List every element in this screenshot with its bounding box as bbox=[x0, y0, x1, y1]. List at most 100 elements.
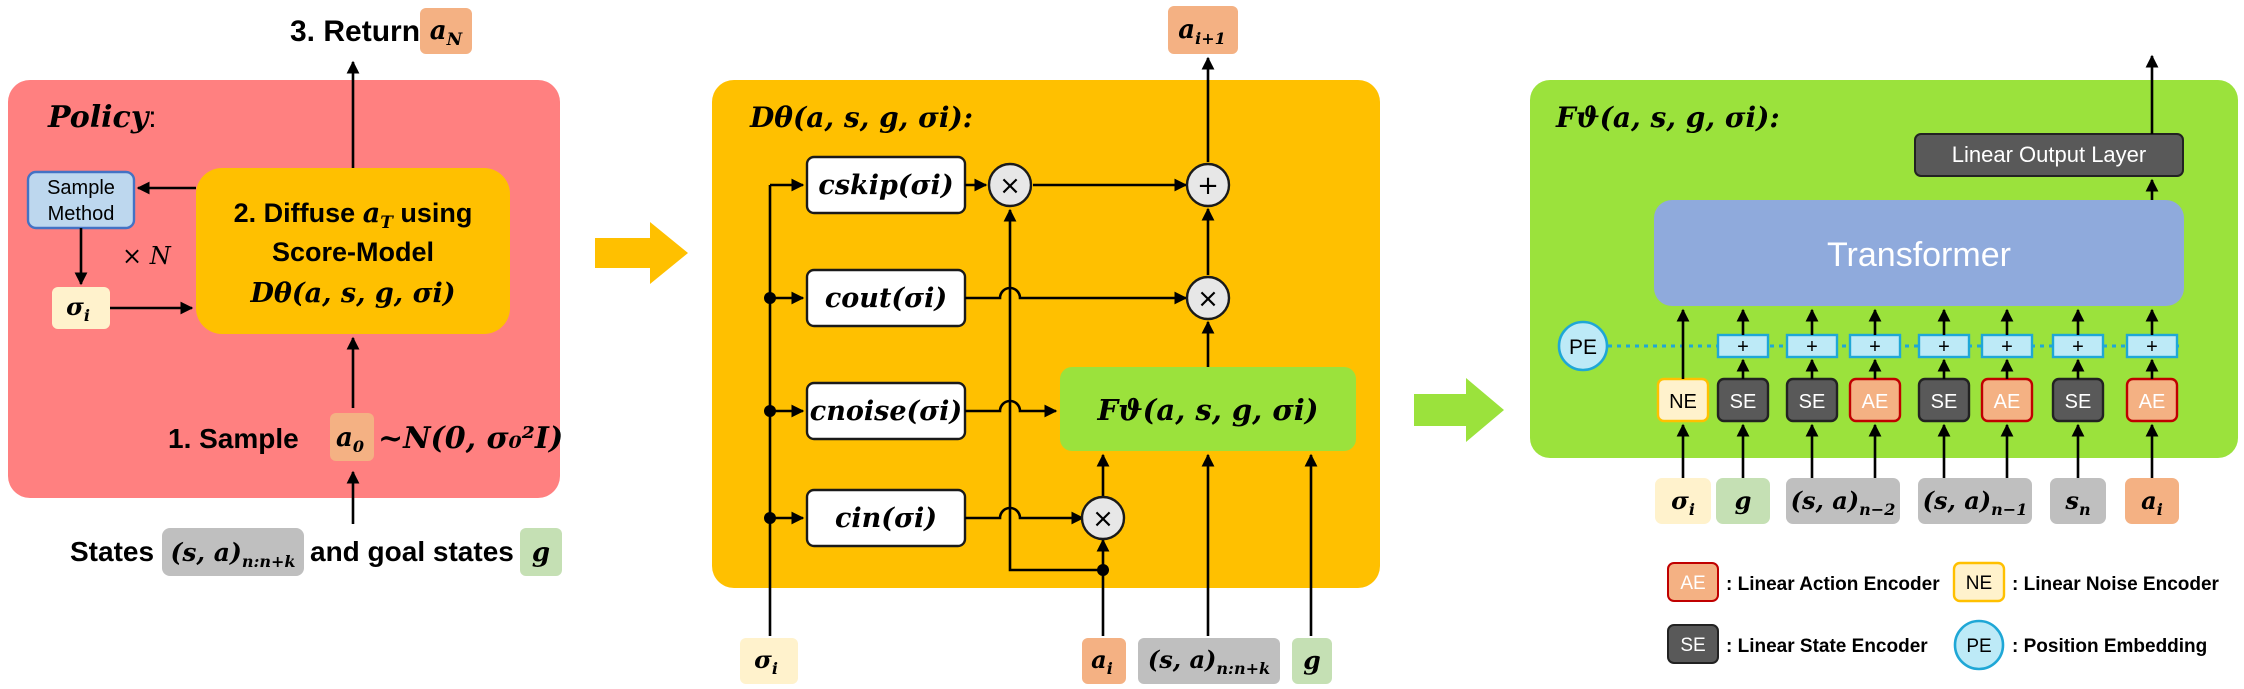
diffuse-line3: Dθ(a, s, g, σi) bbox=[249, 278, 455, 309]
input-action-i: ai bbox=[2141, 486, 2163, 519]
multiply-op-in bbox=[1080, 495, 1126, 541]
f-block-label: Fϑ(a, s, g, σi) bbox=[1096, 393, 1318, 427]
d-in-sigma-box bbox=[740, 638, 798, 684]
add-node-label: + bbox=[2072, 336, 2084, 358]
input-goal-box bbox=[1716, 478, 1770, 524]
multiply-op-skip-label: × bbox=[999, 171, 1021, 201]
encoder-goal-state-label: SE bbox=[1730, 391, 1757, 413]
encoder-noise-label: NE bbox=[1669, 391, 1697, 413]
input-state-n: sn bbox=[2064, 486, 2090, 519]
add-node-label: + bbox=[1869, 336, 1881, 358]
input-state-n-box bbox=[2050, 478, 2106, 524]
sample-method-line1: Sample bbox=[47, 177, 115, 199]
c-out-label: cout(σi) bbox=[825, 283, 947, 314]
d-out-token: ai+1 bbox=[1178, 15, 1225, 48]
legend-pe-text: : Position Embedding bbox=[2012, 636, 2207, 657]
step1-token-box bbox=[330, 413, 374, 461]
add-node-label: + bbox=[1938, 336, 1950, 358]
times-n-label: × N bbox=[122, 242, 172, 270]
legend-ne-key: NE bbox=[1966, 573, 1992, 594]
policy-arrows bbox=[74, 60, 360, 524]
transformer-label: Transformer bbox=[1827, 236, 2011, 274]
flow-arrow-2 bbox=[1414, 378, 1504, 442]
input-state-action-n1: (s, a)n−1 bbox=[1923, 486, 2028, 519]
goal-token: g bbox=[532, 538, 550, 568]
add-node-label: + bbox=[2146, 336, 2158, 358]
flow-arrow-1 bbox=[595, 222, 688, 284]
plus-op bbox=[1185, 162, 1231, 208]
return-label: 3. Return bbox=[290, 15, 420, 48]
legend-se-key: SE bbox=[1680, 635, 1705, 656]
f-theta-panel: Fϑ(a, s, g, σi): Linear Output Layer Tra… bbox=[1530, 54, 2238, 671]
position-embedding bbox=[1557, 320, 1609, 372]
legend-ae-swatch bbox=[1667, 562, 1719, 602]
legend-pe-key: PE bbox=[1966, 636, 1991, 657]
diffuse-line2: Score-Model bbox=[272, 237, 434, 267]
plus-op-label: + bbox=[1197, 171, 1219, 201]
return-token-box bbox=[420, 8, 472, 54]
encoder-action-i-label: AE bbox=[2139, 391, 2166, 413]
d-in-states-box bbox=[1138, 638, 1280, 684]
encoder-action-n2-label: AE bbox=[1862, 391, 1889, 413]
input-sigma-box bbox=[1655, 478, 1711, 524]
step1-token: a0 bbox=[336, 423, 364, 456]
d-in-goal-box bbox=[1292, 638, 1332, 684]
d-in-a-box bbox=[1082, 638, 1126, 684]
encoder-state-n1-label: SE bbox=[1931, 391, 1958, 413]
legend-ae-key: AE bbox=[1680, 573, 1705, 594]
f-theta-title: Fϑ(a, s, g, σi): bbox=[1555, 101, 1780, 134]
legend-ne-swatch bbox=[1952, 561, 2006, 603]
multiply-op-out bbox=[1185, 275, 1231, 321]
input-state-action-n2: (s, a)n−2 bbox=[1791, 486, 1896, 519]
input-sigma: σi bbox=[1671, 486, 1695, 519]
d-out-token-box bbox=[1168, 6, 1238, 54]
legend-ae-text: : Linear Action Encoder bbox=[1726, 574, 1940, 595]
encoder-legend: AE : Linear Action Encoder NE : Linear N… bbox=[1667, 561, 2220, 671]
legend-se-swatch bbox=[1667, 624, 1719, 664]
transformer-block bbox=[1654, 200, 2184, 306]
states-token-box bbox=[162, 528, 304, 576]
input-action-i-box bbox=[2125, 478, 2179, 524]
d-theta-panel: Dθ(a, s, g, σi): ai+1 cskip(σi) cout(σi)… bbox=[712, 6, 1380, 684]
multiply-op-in-label: × bbox=[1092, 504, 1114, 534]
sample-method-line2: Method bbox=[48, 203, 115, 225]
states-token: (s, a)n:n+k bbox=[170, 538, 295, 571]
encoder-action-n1-label: AE bbox=[1994, 391, 2021, 413]
and-goal-label: and goal states bbox=[310, 536, 514, 567]
multiply-op-skip bbox=[987, 162, 1033, 208]
legend-se-text: : Linear State Encoder bbox=[1726, 636, 1928, 657]
goal-token-box bbox=[520, 528, 562, 576]
d-in-goal: g bbox=[1303, 646, 1320, 675]
add-node-label: + bbox=[1806, 336, 1818, 358]
input-state-action-n1-box bbox=[1918, 478, 2032, 524]
f-block bbox=[1060, 367, 1356, 451]
add-node-label: + bbox=[2001, 336, 2013, 358]
states-label: States bbox=[70, 536, 154, 567]
step1-label: 1. Sample bbox=[168, 423, 299, 454]
c-in-label: cin(σi) bbox=[835, 503, 937, 534]
diffuse-box bbox=[196, 168, 510, 334]
diffuse-line1: 2. Diffuse aT using bbox=[234, 198, 473, 233]
linear-output-layer bbox=[1914, 133, 2184, 177]
add-node-label: + bbox=[1737, 336, 1749, 358]
multiply-op-out-label: × bbox=[1197, 284, 1219, 314]
legend-ne-text: : Linear Noise Encoder bbox=[2012, 574, 2220, 595]
legend-pe-swatch bbox=[1953, 619, 2005, 671]
input-state-action-n2-box bbox=[1786, 478, 1900, 524]
policy-sigma-box bbox=[52, 287, 110, 329]
input-goal: g bbox=[1735, 486, 1752, 515]
policy-sigma-token: σi bbox=[66, 292, 90, 325]
position-embedding-label: PE bbox=[1569, 336, 1597, 359]
d-theta-title: Dθ(a, s, g, σi): bbox=[749, 101, 973, 134]
policy-panel: Policy: 3. Return aN Sample Method × N σ… bbox=[8, 8, 563, 576]
step1-distribution: ~N(0, σ₀²I) bbox=[378, 421, 563, 456]
linear-output-layer-label: Linear Output Layer bbox=[1952, 142, 2146, 167]
d-in-states: (s, a)n:n+k bbox=[1148, 645, 1270, 678]
c-noise-label: cnoise(σi) bbox=[810, 396, 962, 427]
encoder-state-n-label: SE bbox=[2065, 391, 2092, 413]
d-theta-wires bbox=[764, 56, 1318, 636]
return-token: aN bbox=[430, 16, 464, 50]
d-in-a: ai bbox=[1091, 645, 1113, 678]
